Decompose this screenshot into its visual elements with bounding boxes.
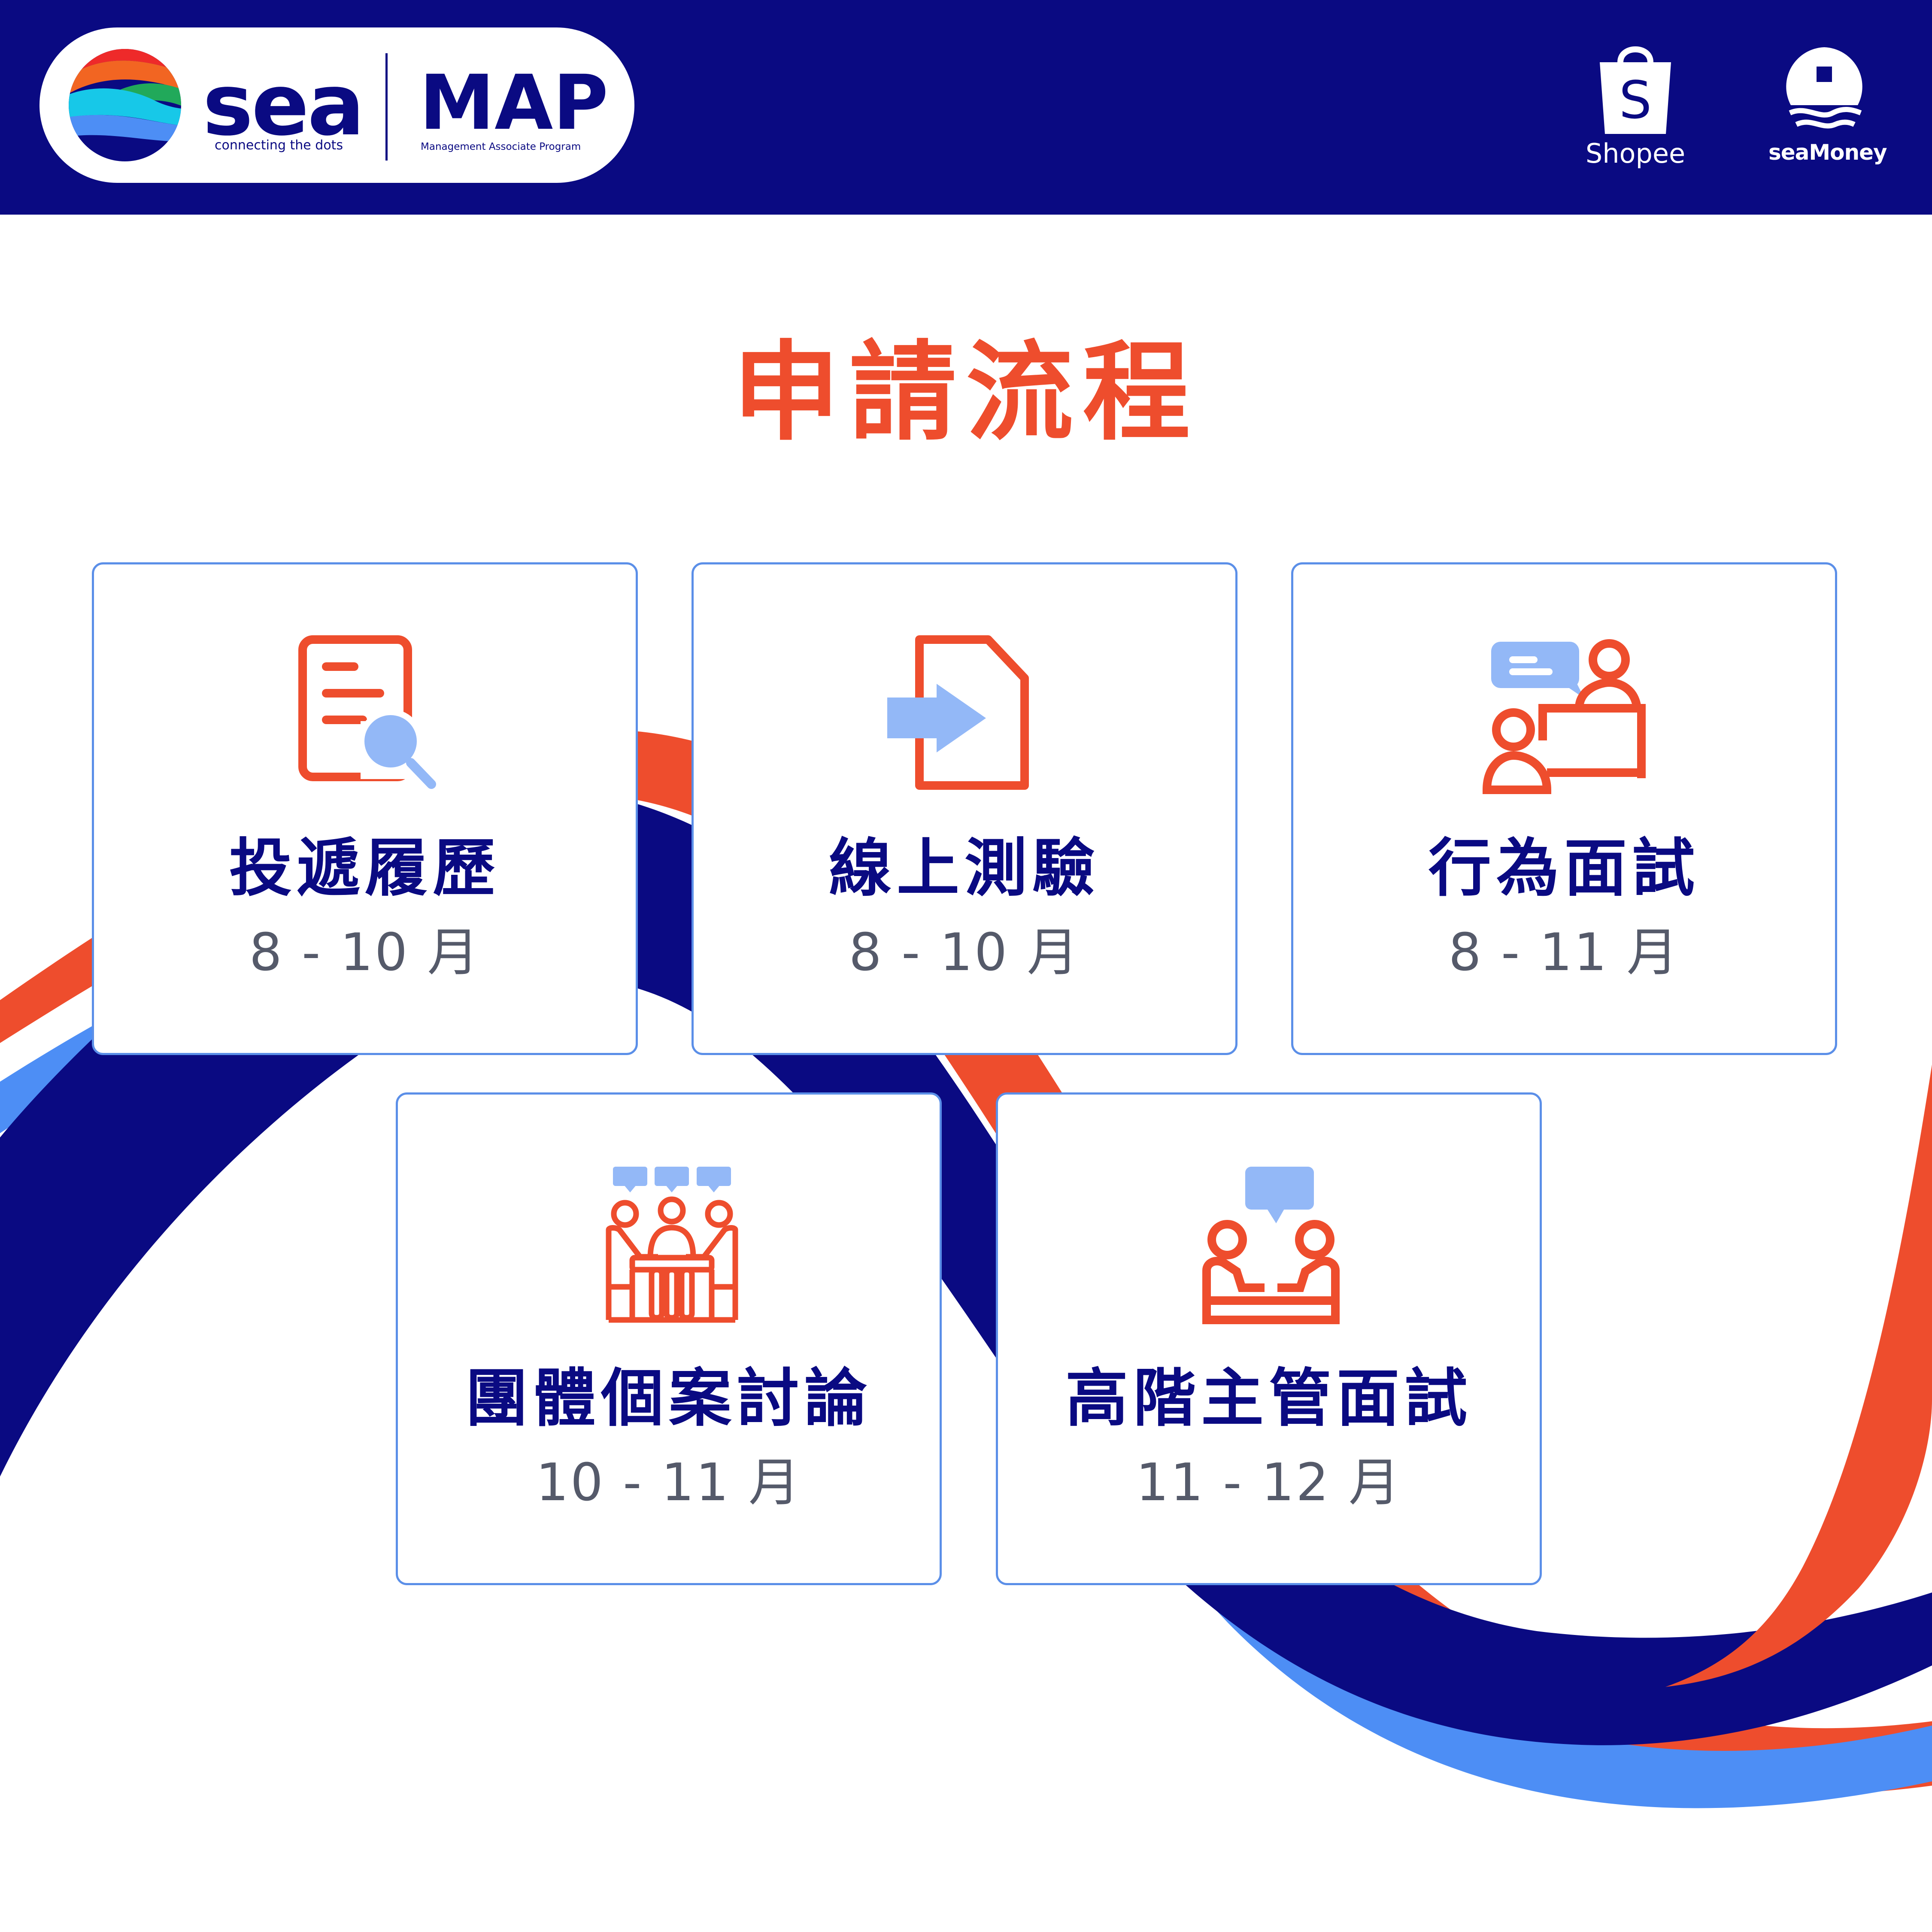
header-bar: sea connecting the dots MAP Management A… — [0, 0, 1932, 215]
step-date: 11 - 12 月 — [1136, 1453, 1402, 1513]
step-title: 投遞履歷 — [229, 832, 500, 905]
navy-wave — [0, 787, 1932, 1745]
step-date: 8 - 10 月 — [249, 923, 481, 983]
logo-divider — [385, 53, 388, 161]
step-title: 行為面試 — [1429, 832, 1700, 905]
step-card-behavioral-interview: 行為面試 8 - 11 月 — [1291, 562, 1837, 1055]
step-card-group-case: 團體個案討論 10 - 11 月 — [396, 1092, 942, 1585]
online-test-icon — [887, 635, 1029, 790]
group-discussion-icon — [606, 1167, 738, 1323]
shopee-logo: S Shopee — [1584, 39, 1687, 176]
seamoney-logo: seaMoney — [1768, 45, 1887, 174]
seamoney-wordmark: seaMoney — [1768, 140, 1887, 165]
step-date: 8 - 11 月 — [1448, 923, 1680, 983]
step-card-resume: 投遞履歷 8 - 10 月 — [92, 562, 638, 1055]
shopping-bag-icon: S — [1600, 46, 1671, 134]
executive-interview-icon — [1202, 1167, 1340, 1324]
map-wordmark: MAP — [419, 59, 609, 147]
sea-logo-icon — [69, 49, 181, 161]
step-date: 8 - 10 月 — [849, 923, 1080, 983]
step-date: 10 - 11 月 — [536, 1453, 802, 1513]
resume-search-icon — [298, 635, 436, 789]
step-title: 線上測驗 — [829, 832, 1100, 905]
svg-text:S: S — [1619, 71, 1652, 130]
shopee-wordmark: Shopee — [1585, 138, 1686, 169]
page-title: 申請流程 — [732, 330, 1200, 455]
step-title: 團體個案討論 — [465, 1362, 872, 1435]
right-orange-wave — [1665, 1065, 1932, 1687]
map-subtitle: Management Associate Program — [421, 141, 581, 152]
step-card-executive-interview: 高階主管面試 11 - 12 月 — [996, 1092, 1542, 1585]
sea-tagline: connecting the dots — [215, 138, 343, 153]
sea-wordmark: sea — [203, 55, 365, 155]
step-card-online-test: 線上測驗 8 - 10 月 — [692, 562, 1237, 1055]
step-title: 高階主管面試 — [1065, 1362, 1472, 1435]
interview-desk-icon — [1482, 639, 1646, 794]
sea-map-logo: sea connecting the dots MAP Management A… — [39, 27, 634, 183]
seamoney-icon — [1786, 47, 1862, 129]
